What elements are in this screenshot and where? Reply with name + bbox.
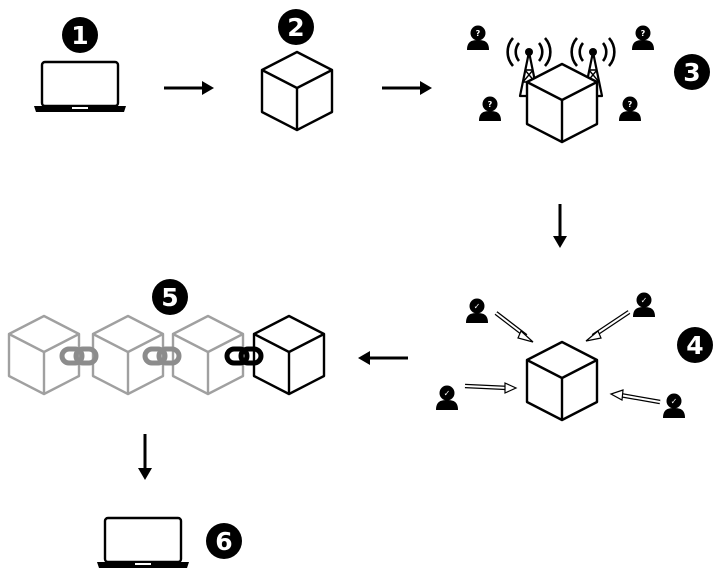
step-2-badge: 2 [278, 9, 314, 45]
unverified-user-icon: ? [632, 25, 654, 50]
step-3: 3 ? ? ? ? [467, 25, 710, 144]
step-2-number: 2 [287, 13, 304, 42]
arrow-down-icon [553, 204, 567, 248]
step-1-number: 1 [71, 21, 88, 50]
svg-text:?: ? [476, 29, 481, 38]
svg-text:?: ? [628, 100, 633, 109]
verified-user-icon: ✓ [633, 292, 655, 317]
arrow-right-icon [164, 81, 214, 95]
unverified-user-icon: ? [479, 96, 501, 121]
broadcast-block-icon [506, 36, 616, 144]
validation-arrow-icon [585, 310, 631, 342]
laptop-icon [95, 516, 191, 568]
verified-user-icon: ✓ [466, 298, 488, 323]
block-icon [525, 62, 599, 144]
unverified-user-icon: ? [467, 25, 489, 50]
blockchain-icon [7, 314, 326, 396]
chain-block-icon [91, 314, 165, 396]
chain-block-icon [171, 314, 245, 396]
block-icon [525, 340, 599, 422]
laptop-icon [32, 60, 128, 114]
validation-arrow-icon [494, 311, 534, 343]
svg-text:?: ? [641, 29, 646, 38]
validation-arrow-icon [609, 389, 661, 405]
arrow-left-icon [358, 351, 408, 365]
step-4-badge: 4 [677, 327, 713, 363]
step-4-number: 4 [686, 331, 703, 360]
new-block-icon [252, 314, 326, 396]
step-3-badge: 3 [674, 54, 710, 90]
svg-text:?: ? [488, 100, 493, 109]
svg-text:✓: ✓ [671, 397, 678, 406]
block-icon [260, 50, 334, 132]
step-5: 5 [7, 279, 326, 396]
svg-text:✓: ✓ [641, 296, 648, 305]
verified-user-icon: ✓ [436, 385, 458, 410]
svg-text:✓: ✓ [474, 302, 481, 311]
step-6-number: 6 [215, 527, 232, 556]
step-1-badge: 1 [62, 17, 98, 53]
step-5-number: 5 [161, 283, 178, 312]
chain-block-icon [7, 314, 81, 396]
step-4: 4 [436, 292, 713, 422]
step-2: 2 [260, 9, 334, 132]
arrow-right-icon [382, 81, 432, 95]
step-3-number: 3 [683, 58, 700, 87]
step-5-badge: 5 [152, 279, 188, 315]
step-6-badge: 6 [206, 523, 242, 559]
unverified-user-icon: ? [619, 96, 641, 121]
arrow-down-icon [138, 434, 152, 480]
validated-block-icon [464, 310, 661, 422]
step-1: 1 [32, 17, 128, 114]
validation-arrow-icon [464, 382, 518, 394]
step-6: 6 [95, 516, 242, 568]
svg-text:✓: ✓ [444, 389, 451, 398]
verified-user-icon: ✓ [663, 393, 685, 418]
